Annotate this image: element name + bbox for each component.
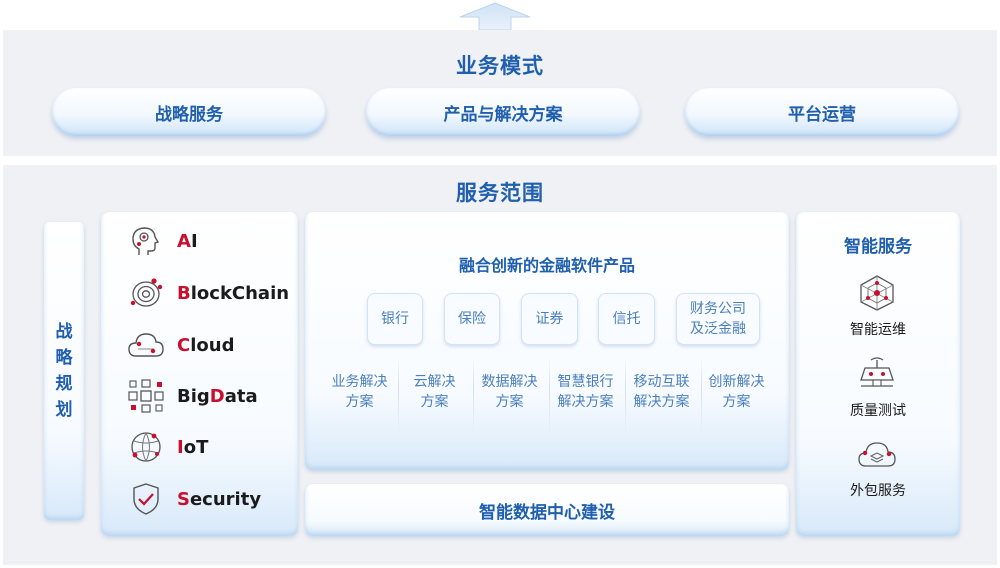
solution-divider	[473, 356, 474, 438]
chip-line: 及泛金融	[690, 321, 746, 337]
solution-divider	[549, 356, 550, 438]
intelligent-services-title: 智能服务	[844, 237, 912, 257]
tech-item-cloud: Cloud	[127, 328, 234, 362]
tech-label-rest: ecurity	[189, 488, 262, 510]
blockchain-icon	[130, 278, 163, 307]
intelligent-service-label: 外包服务	[850, 483, 906, 499]
tech-initial: A	[177, 230, 191, 252]
chip-line: 财务公司	[690, 301, 746, 317]
tech-item-iot: IoT	[127, 430, 208, 464]
tech-label-part: ata	[224, 385, 258, 407]
tech-initial: D	[209, 385, 225, 407]
tech-item-blockchain: BlockChain	[127, 276, 289, 310]
pill-platform-operation: 平台运营	[685, 88, 959, 136]
tech-initial: C	[177, 334, 191, 356]
sector-chip-finance-company: 财务公司 及泛金融	[676, 293, 760, 345]
business-model-band: 业务模式 战略服务 产品与解决方案 平台运营	[3, 30, 997, 156]
solution-line: 方案	[345, 394, 374, 410]
intelligent-service-label: 质量测试	[850, 403, 906, 419]
cloud-icon	[128, 333, 164, 357]
solution-line: 数据解决	[481, 374, 538, 390]
strategy-char: 战	[55, 322, 73, 342]
iot-globe-icon	[131, 432, 161, 462]
solution-business: 业务解决 方案	[322, 362, 397, 448]
solution-line: 解决方案	[633, 394, 690, 410]
solution-line: 解决方案	[557, 394, 614, 410]
bigdata-grid-icon	[128, 379, 164, 413]
solution-line: 创新解决	[708, 374, 765, 390]
solution-line: 业务解决	[331, 374, 388, 390]
business-model-title: 业务模式	[456, 54, 544, 78]
solution-line: 云解决	[413, 374, 456, 390]
solution-mobile: 移动互联 解决方案	[624, 362, 699, 448]
tech-label-part: Big	[177, 385, 210, 407]
solution-line: 智慧银行	[557, 374, 614, 390]
shield-check-icon	[133, 483, 159, 515]
solution-divider	[701, 356, 702, 438]
tech-initial: I	[177, 436, 184, 458]
quality-test-icon	[860, 357, 894, 387]
strategy-char: 略	[55, 348, 73, 368]
fusion-products-panel: 融合创新的金融软件产品 银行 保险 证券 信托 财务公司 及泛金融 业务解决 方…	[305, 212, 789, 470]
solution-innovation: 创新解决 方案	[699, 362, 774, 448]
tech-initial: S	[177, 488, 190, 510]
sector-chip-insurance: 保险	[444, 293, 500, 345]
solution-divider	[625, 356, 626, 438]
strategy-planning-column: 战 略 规 划	[44, 222, 84, 520]
solution-divider	[398, 356, 399, 438]
solution-line: 方案	[722, 394, 751, 410]
tech-label-rest: loud	[190, 334, 235, 356]
pill-strategy-service: 战略服务	[52, 88, 326, 136]
tech-label-rest: I	[190, 230, 198, 252]
service-scope-title: 服务范围	[456, 181, 544, 205]
strategy-char: 划	[55, 400, 73, 420]
tech-initial: B	[177, 282, 191, 304]
tech-item-security: Security	[127, 482, 261, 516]
ops-network-icon	[860, 275, 894, 311]
solution-line: 方案	[495, 394, 524, 410]
fusion-products-title: 融合创新的金融软件产品	[458, 256, 635, 275]
sector-chip-trust: 信托	[598, 293, 655, 345]
sector-chip-securities: 证券	[521, 293, 578, 345]
intelligent-services-panel: 智能服务 智能运维 质量测试	[796, 212, 960, 536]
solution-data: 数据解决 方案	[472, 362, 547, 448]
tech-label-rest: oT	[183, 436, 209, 458]
pill-products-solutions: 产品与解决方案	[366, 88, 640, 136]
outsourcing-cloud-icon	[858, 442, 896, 467]
solution-line: 方案	[420, 394, 449, 410]
tech-label-rest: lockChain	[190, 282, 290, 304]
solution-cloud: 云解决 方案	[397, 362, 472, 448]
intelligent-service-label: 智能运维	[850, 322, 906, 338]
solution-smart-bank: 智慧银行 解决方案	[548, 362, 623, 448]
ai-head-icon	[132, 227, 160, 255]
tech-item-bigdata: BigData	[127, 379, 258, 413]
solution-line: 移动互联	[633, 374, 690, 390]
up-arrow-icon	[459, 2, 531, 30]
strategy-char: 规	[55, 374, 73, 394]
sector-chip-bank: 银行	[367, 293, 423, 345]
tech-item-ai: AI	[127, 224, 198, 258]
technology-panel: AI BlockChain Cloud	[101, 212, 298, 536]
data-center-panel: 智能数据中心建设	[305, 484, 789, 536]
